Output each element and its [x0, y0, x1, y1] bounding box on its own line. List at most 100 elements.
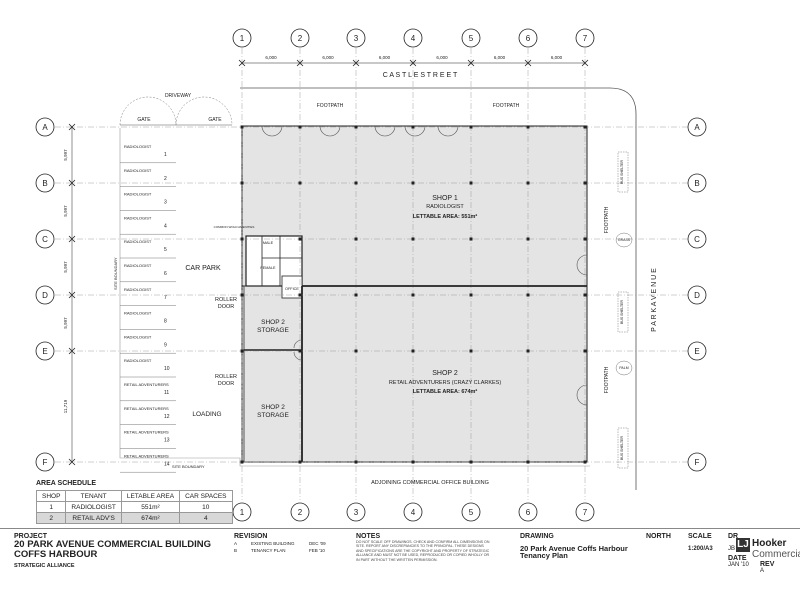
project-section: PROJECT 20 PARK AVENUE COMMERCIAL BUILDI…: [14, 533, 224, 570]
column-marker: [411, 125, 415, 129]
grid-row-label: D: [694, 291, 700, 300]
roller-door-1-l1: ROLLER: [215, 297, 237, 303]
grid-bubble: [35, 117, 55, 137]
grid-row-label: E: [42, 347, 47, 356]
grid-bubble: [687, 173, 707, 193]
client-name: STRATEGIC ALLIANCE: [14, 563, 75, 569]
adjoining-label: ADJOINING COMMERCIAL OFFICE BUILDING: [371, 480, 489, 486]
bay-tenant: RETAIL ADVENTURERS: [124, 453, 169, 458]
bay-tenant: RADIOLOGIST: [124, 334, 152, 339]
grid-bubble: [403, 28, 423, 48]
column-marker: [240, 237, 244, 241]
rev-label: REV: [760, 561, 775, 568]
shop1-name: SHOP 1: [432, 195, 458, 202]
dim-text: 5,997: [63, 205, 68, 217]
street-furniture: BUS SHELTER BUS SHELTER BUS SHELTER GRAS…: [615, 151, 633, 469]
column-marker: [354, 349, 358, 353]
bay-number: 5: [164, 247, 167, 253]
svg-text:BUS SHELTER: BUS SHELTER: [620, 160, 624, 185]
column-marker: [526, 237, 530, 241]
column-marker: [583, 349, 587, 353]
scale-section: SCALE 1:200/A3: [688, 533, 730, 553]
grid-bubble: [461, 502, 481, 522]
column-marker: [469, 460, 473, 464]
grid-bubble: [290, 502, 310, 522]
grid-bubble: [290, 28, 310, 48]
bay-number: 4: [164, 223, 167, 229]
column-marker: [354, 181, 358, 185]
bay-number: 2: [164, 176, 167, 182]
grid-col-label: 3: [354, 508, 359, 517]
dim-text: 6,000: [265, 55, 277, 60]
grid-bubble: [461, 28, 481, 48]
park-avenue-label: P A R K A V E N U E: [651, 268, 658, 332]
logo-line2: Commercial: [752, 549, 800, 560]
column-marker: [298, 460, 302, 464]
grid-bubble: [518, 502, 538, 522]
grid-col-label: 7: [583, 34, 588, 43]
drawn-section: DR JB DATE JAN '10: [728, 533, 758, 569]
project-label: PROJECT: [14, 533, 48, 540]
column-marker: [526, 181, 530, 185]
table-cell: 674m²: [120, 512, 181, 524]
drawn-value: JB: [728, 546, 736, 552]
grid-row-label: F: [43, 458, 48, 467]
column-marker: [469, 125, 473, 129]
grid-col-label: 2: [298, 508, 303, 517]
footpath-label-1: FOOTPATH: [317, 103, 344, 109]
column-marker: [411, 237, 415, 241]
dim-text: 6,000: [436, 55, 448, 60]
revision-desc: EXISTING BUILDING: [251, 541, 295, 546]
storage-2-l1: SHOP 2: [261, 404, 285, 411]
dim-text: 11,719: [63, 399, 68, 413]
castle-street-label: C A S T L E S T R E E T: [383, 72, 458, 79]
grid-bubble: [575, 502, 595, 522]
revision-desc: TENANCY PLAN: [251, 548, 286, 553]
column-marker: [583, 181, 587, 185]
grid-col-label: 4: [411, 508, 416, 517]
table-cell: 551m²: [120, 501, 181, 513]
dim-text: 6,000: [379, 55, 391, 60]
bay-number: 14: [164, 461, 170, 467]
rev-value: A: [760, 568, 765, 574]
column-marker: [354, 237, 358, 241]
table-header-row: SHOP TENANT LETABLE AREA CAR SPACES: [35, 490, 233, 502]
office-label: OFFICE: [285, 287, 299, 291]
table-cell: 10: [179, 501, 233, 513]
area-schedule-title: AREA SCHEDULE: [36, 480, 97, 487]
drawing-title-2: Tenancy Plan: [520, 551, 568, 560]
grid-bubble: [575, 28, 595, 48]
grid-row-label: A: [694, 123, 700, 132]
notes-section: NOTES DO NOT SCALE OFF DRAWINGS. CHECK A…: [356, 533, 492, 562]
dim-text: 6,000: [551, 55, 563, 60]
site-boundary: [119, 128, 590, 467]
shop2-tenant: RETAIL ADVENTURERS (CRAZY CLARKES): [389, 380, 502, 386]
grid-row-label: B: [694, 179, 699, 188]
grid-bubble: [687, 229, 707, 249]
amenity-label: COMMON WOLD AMENITIES: [214, 225, 255, 229]
column-marker: [298, 349, 302, 353]
notes-label: NOTES: [356, 533, 381, 540]
column-marker: [240, 349, 244, 353]
column-marker: [526, 460, 530, 464]
bay-number: 10: [164, 366, 170, 372]
table-cell: 4: [179, 512, 233, 524]
date-label: DATE: [728, 555, 747, 562]
table-cell: 1: [35, 501, 67, 513]
grid-bubble: [346, 502, 366, 522]
svg-text:BUS SHELTER: BUS SHELTER: [620, 436, 624, 461]
revision-code: B: [234, 548, 238, 553]
bay-tenant: RADIOLOGIST: [124, 263, 152, 268]
table-row: 2 RETAIL ADV'S 674m² 4: [35, 512, 233, 524]
grid-bubble: [687, 117, 707, 137]
revision-row: A EXISTING BUILDING DEC '09: [234, 540, 344, 547]
grid-col-label: 3: [354, 34, 359, 43]
loading-label: LOADING: [192, 411, 221, 418]
shop2-name: SHOP 2: [432, 370, 458, 377]
svg-text:BUS SHELTER: BUS SHELTER: [620, 300, 624, 325]
scale-label: SCALE: [688, 533, 712, 540]
column-marker: [469, 181, 473, 185]
grid-bubble: [687, 285, 707, 305]
grid-bubble: [403, 502, 423, 522]
